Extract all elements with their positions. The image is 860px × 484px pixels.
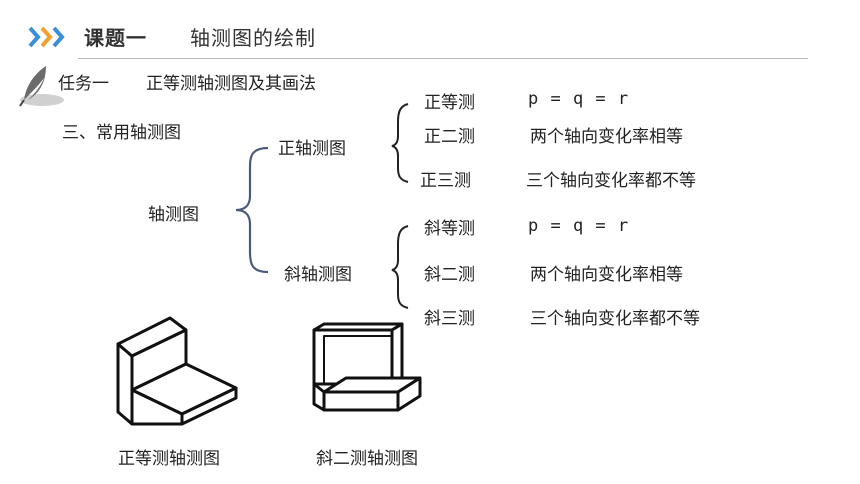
- item-name: 正三测: [420, 171, 471, 191]
- lesson-label: 课题一: [84, 26, 147, 50]
- header-divider: [78, 58, 808, 59]
- item-name: 斜三测: [424, 309, 475, 329]
- item-name: 正二测: [424, 127, 475, 147]
- chevron-arrows-icon: [28, 26, 65, 48]
- orthographic-brace: [391, 103, 409, 183]
- oblique-brace: [391, 225, 409, 309]
- item-rule: 三个轴向变化率都不等: [526, 171, 696, 191]
- figure-caption-isometric: 正等测轴测图: [118, 449, 220, 469]
- oblique-dimetric-l-block-drawing: [312, 322, 422, 412]
- item-rule: 两个轴向变化率相等: [530, 127, 683, 147]
- section-heading: 三、常用轴测图: [62, 123, 181, 143]
- task-label: 任务一: [58, 74, 109, 94]
- quill-pen-icon: [19, 66, 64, 107]
- root-brace: [235, 146, 269, 274]
- item-name: 斜等测: [424, 219, 475, 239]
- isometric-l-block-drawing: [116, 316, 238, 426]
- group-label-orthographic: 正轴测图: [278, 139, 346, 159]
- figure-caption-oblique: 斜二测轴测图: [316, 449, 418, 469]
- lesson-topic: 轴测图的绘制: [190, 26, 316, 50]
- task-title: 正等测轴测图及其画法: [146, 74, 316, 94]
- root-label: 轴测图: [148, 205, 199, 225]
- item-rule: p = q = r: [528, 216, 630, 236]
- item-rule: p = q = r: [528, 89, 630, 109]
- item-name: 正等测: [424, 93, 475, 113]
- item-name: 斜二测: [424, 265, 475, 285]
- group-label-oblique: 斜轴测图: [284, 265, 352, 285]
- item-rule: 三个轴向变化率都不等: [530, 309, 700, 329]
- item-rule: 两个轴向变化率相等: [530, 265, 683, 285]
